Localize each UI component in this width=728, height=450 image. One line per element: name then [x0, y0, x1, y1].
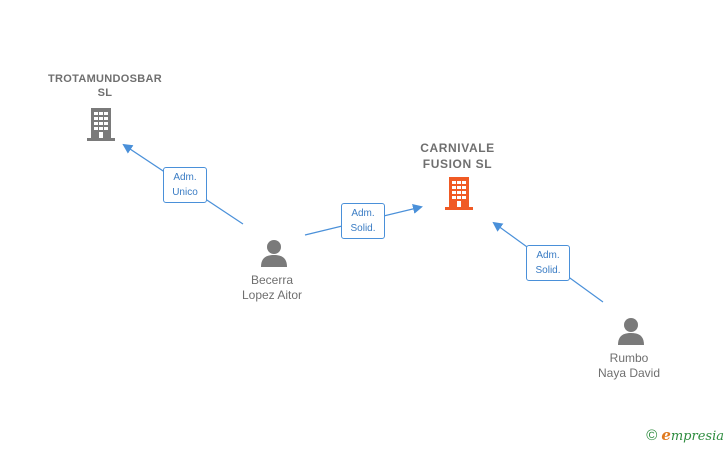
company-name-line2: SL: [97, 87, 113, 99]
role-badge-adm-unico[interactable]: Adm. Unico: [163, 167, 207, 203]
role-line2: Solid.: [535, 265, 561, 276]
building-icon[interactable]: [85, 106, 117, 142]
person-name-line2: Naya David: [597, 366, 661, 380]
role-badge-adm-solid[interactable]: Adm. Solid.: [341, 203, 385, 239]
copyright-icon: ©: [646, 427, 658, 444]
person-name-line2: Lopez Aitor: [241, 288, 303, 302]
company-label-trotamundosbar[interactable]: TROTAMUNDOSBAR SL: [40, 72, 170, 100]
person-icon[interactable]: [259, 238, 289, 268]
role-line2: Unico: [172, 187, 198, 198]
role-badge-adm-solid[interactable]: Adm. Solid.: [526, 245, 570, 281]
person-name-line1: Rumbo: [609, 351, 649, 365]
role-line1: Adm.: [173, 172, 197, 183]
company-name-line1: CARNIVALE: [420, 141, 495, 155]
brand-logo-e: e: [661, 426, 671, 444]
role-line1: Adm.: [536, 250, 560, 261]
building-icon[interactable]: [443, 175, 475, 211]
company-name-line1: TROTAMUNDOSBAR: [48, 73, 162, 85]
company-label-carnivale[interactable]: CARNIVALE FUSION SL: [395, 140, 520, 172]
role-line1: Adm.: [351, 208, 375, 219]
brand-logo-text: mpresia: [670, 429, 724, 444]
person-label-becerra[interactable]: Becerra Lopez Aitor: [222, 273, 322, 303]
role-line2: Solid.: [350, 223, 376, 234]
person-icon[interactable]: [616, 316, 646, 346]
person-name-line1: Becerra: [250, 273, 294, 287]
company-name-line2: FUSION SL: [422, 157, 493, 171]
brand-watermark: ©empresia: [646, 426, 724, 444]
person-label-rumbo[interactable]: Rumbo Naya David: [579, 351, 679, 381]
